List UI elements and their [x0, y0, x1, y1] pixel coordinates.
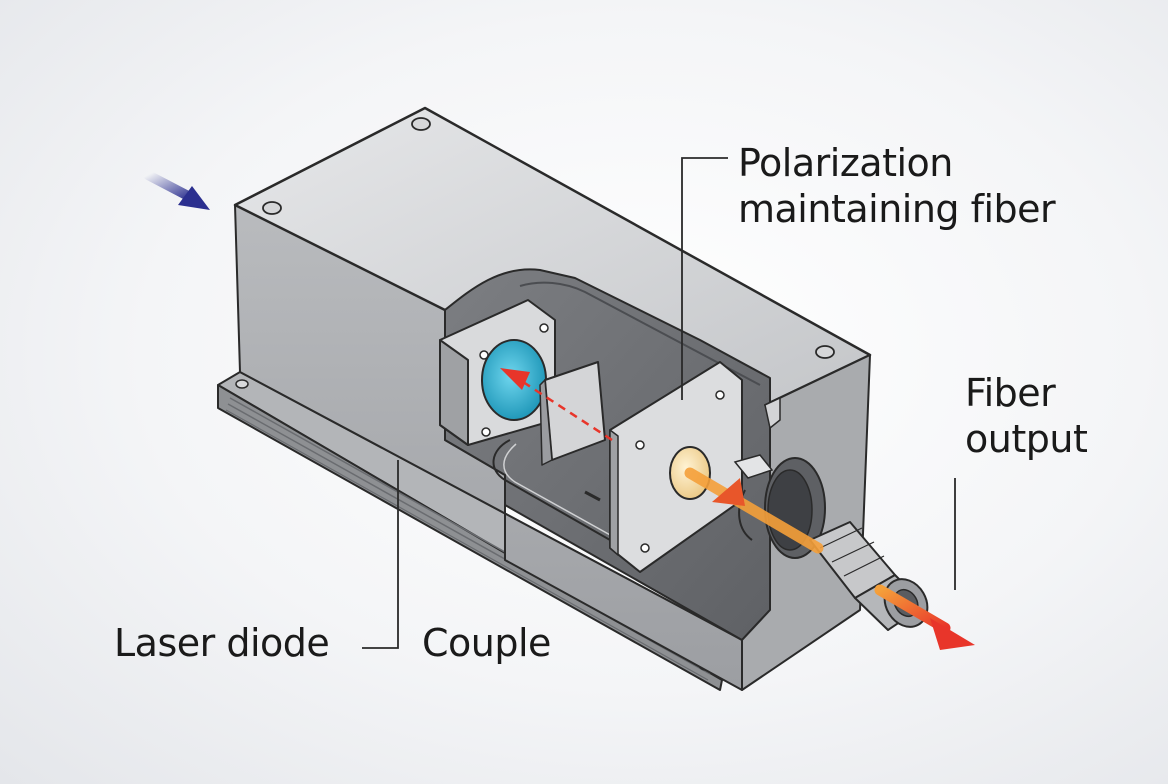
label-fiber-output-line2: output [965, 417, 1088, 461]
input-arrow [143, 170, 210, 210]
leader-lines [362, 157, 956, 649]
label-polarization-maintaining-fiber: Polarization maintaining fiber [738, 140, 1056, 232]
label-couple: Couple [422, 621, 551, 665]
label-pmf-line1: Polarization [738, 141, 953, 185]
diode-wires [492, 439, 613, 541]
label-pmf-line2: maintaining fiber [738, 187, 1056, 231]
spacer-block [539, 361, 606, 466]
laser-beam-dashed [500, 368, 613, 442]
housing-right-wall [741, 354, 871, 691]
label-fiber-output: Fiber output [965, 370, 1088, 462]
label-fiber-output-line1: Fiber [965, 371, 1056, 415]
output-beam [684, 467, 975, 650]
label-laser-diode: Laser diode [114, 621, 330, 665]
